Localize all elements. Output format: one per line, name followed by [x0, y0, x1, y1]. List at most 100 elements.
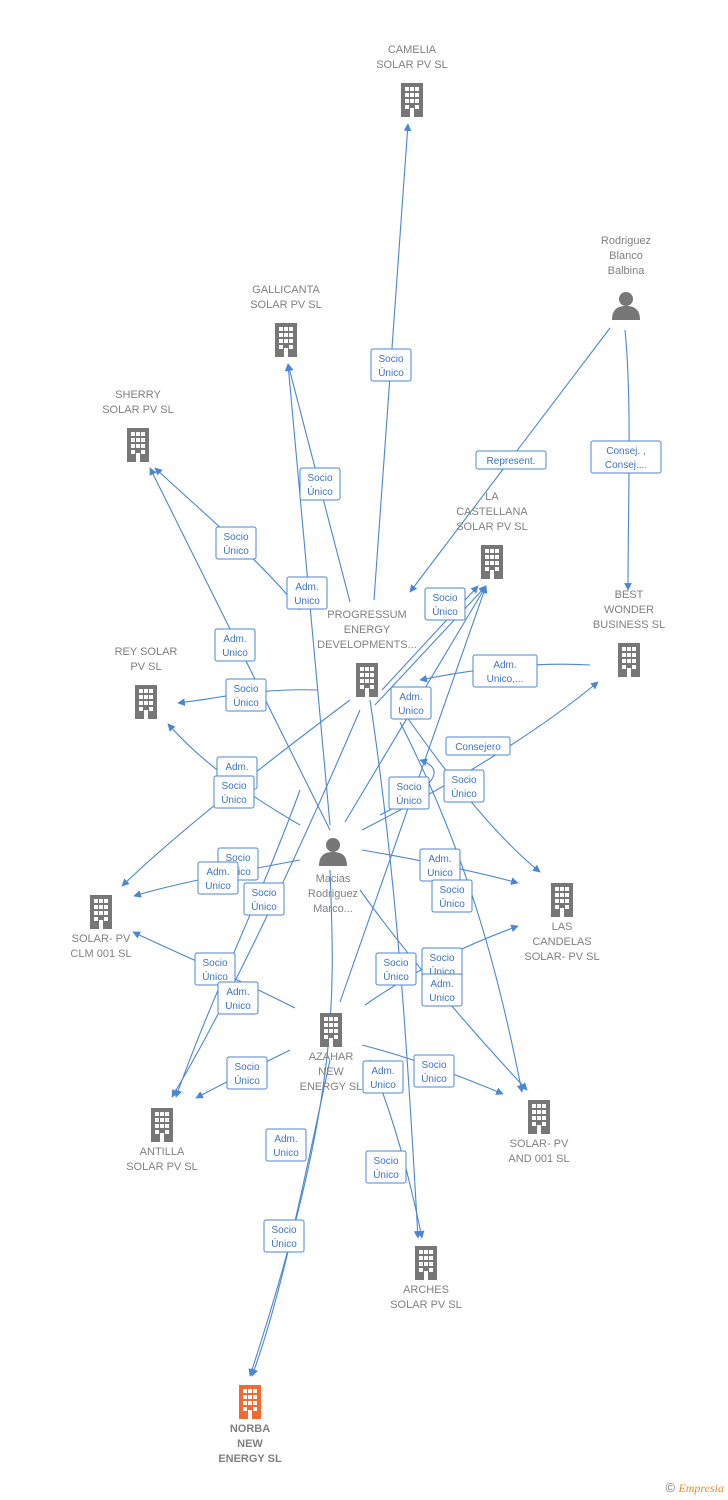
edge-label-text: Único — [307, 485, 333, 498]
edge-label[interactable]: Adm.Unico — [421, 973, 463, 1007]
edge-label-text: Unico — [370, 1080, 396, 1091]
edge-label-box — [390, 686, 432, 720]
edge-label-box — [375, 952, 417, 986]
edge-label-box — [388, 776, 430, 810]
building-icon — [275, 323, 297, 357]
edge-label-text: Único — [378, 366, 404, 379]
edge-label-text: Consejero — [455, 742, 501, 753]
edge-label-box — [215, 526, 257, 560]
node-label: BEST — [615, 589, 644, 601]
empresia-logo: Empresia — [678, 1481, 724, 1495]
edge-label-text: Unico — [427, 868, 453, 879]
edge-label[interactable]: Consejero — [445, 736, 511, 756]
edge-label[interactable]: Consej. ,Consej.... — [590, 440, 662, 474]
edge-label-box — [443, 769, 485, 803]
copyright-symbol: © — [665, 1480, 676, 1495]
edge-label[interactable]: Adm.Unico — [214, 628, 256, 662]
node-label: SOLAR PV SL — [390, 1299, 462, 1311]
node-label: CLM 001 SL — [70, 948, 131, 960]
node-label: ARCHES — [403, 1284, 449, 1296]
node-label: Rodriguez — [308, 888, 358, 900]
edge-label[interactable]: Adm.Unico — [217, 981, 259, 1015]
edge-label-text: Unico — [429, 993, 455, 1004]
node-label: SOLAR- PV — [510, 1138, 569, 1150]
edge-label[interactable]: Adm. Unico — [419, 848, 461, 882]
edge-label[interactable]: Adm.Unico — [390, 686, 432, 720]
node-progressum[interactable]: PROGRESSUM ENERGY DEVELOPMENTS... — [317, 609, 417, 697]
building-icon — [551, 883, 573, 917]
node-label: DEVELOPMENTS... — [317, 639, 417, 651]
node-label: PROGRESSUM — [327, 609, 406, 621]
edge-label-text: Socio — [432, 593, 457, 604]
edge-label-text: Socio — [251, 888, 276, 899]
edge-label-text: Único — [271, 1237, 297, 1250]
edge-label-box — [590, 440, 662, 474]
edge-label-box — [286, 576, 328, 610]
edge-label-box — [194, 952, 236, 986]
footer-brand[interactable]: © Empresia — [666, 1480, 725, 1496]
node-label: GALLICANTA — [252, 284, 320, 296]
edge-label[interactable]: Represent. — [475, 450, 547, 470]
edge-label-text: Adm. — [371, 1066, 394, 1077]
node-solarclm[interactable]: SOLAR- PV CLM 001 SL — [70, 895, 132, 960]
edge-label-box — [431, 879, 473, 913]
node-arches[interactable]: ARCHES SOLAR PV SL — [390, 1246, 462, 1311]
node-label: REY SOLAR — [115, 646, 178, 658]
edge-label[interactable]: Adm.Unico — [197, 861, 239, 895]
edge-label-text: Único — [202, 970, 228, 983]
node-label: Balbina — [608, 265, 646, 277]
node-label: ENERGY — [344, 624, 391, 636]
edge-line — [374, 585, 487, 706]
edge-label-text: Adm. — [428, 854, 451, 865]
edge-label-text: Adm. — [225, 762, 248, 773]
edge-label[interactable]: Adm.Unico — [286, 576, 328, 610]
building-icon — [356, 663, 378, 697]
node-macias[interactable]: MaciasRodriguezMarco... — [308, 838, 358, 915]
edge-label-text: Socio — [202, 958, 227, 969]
building-icon — [415, 1246, 437, 1280]
edge-label-text: Único — [432, 605, 458, 618]
edge-label[interactable]: Adm. Unico — [362, 1060, 404, 1094]
edge-label-text: Represent. — [487, 456, 536, 467]
edge-label-box — [370, 348, 412, 382]
edge-label[interactable]: Adm.Unico,... — [472, 654, 538, 688]
edge-label-text: Adm. — [223, 634, 246, 645]
edge-label-text: Único — [234, 1074, 260, 1087]
node-label: SOLAR- PV — [72, 933, 131, 945]
edge-label-box — [424, 587, 466, 621]
edge-label-text: Único — [221, 793, 247, 806]
edge-label[interactable]: Adm.Unico — [265, 1128, 307, 1162]
edge-label-text: Único — [421, 1072, 447, 1085]
edge-label-box — [445, 736, 511, 756]
node-label: ENERGY SL — [300, 1081, 363, 1093]
edge-label-box — [265, 1128, 307, 1162]
